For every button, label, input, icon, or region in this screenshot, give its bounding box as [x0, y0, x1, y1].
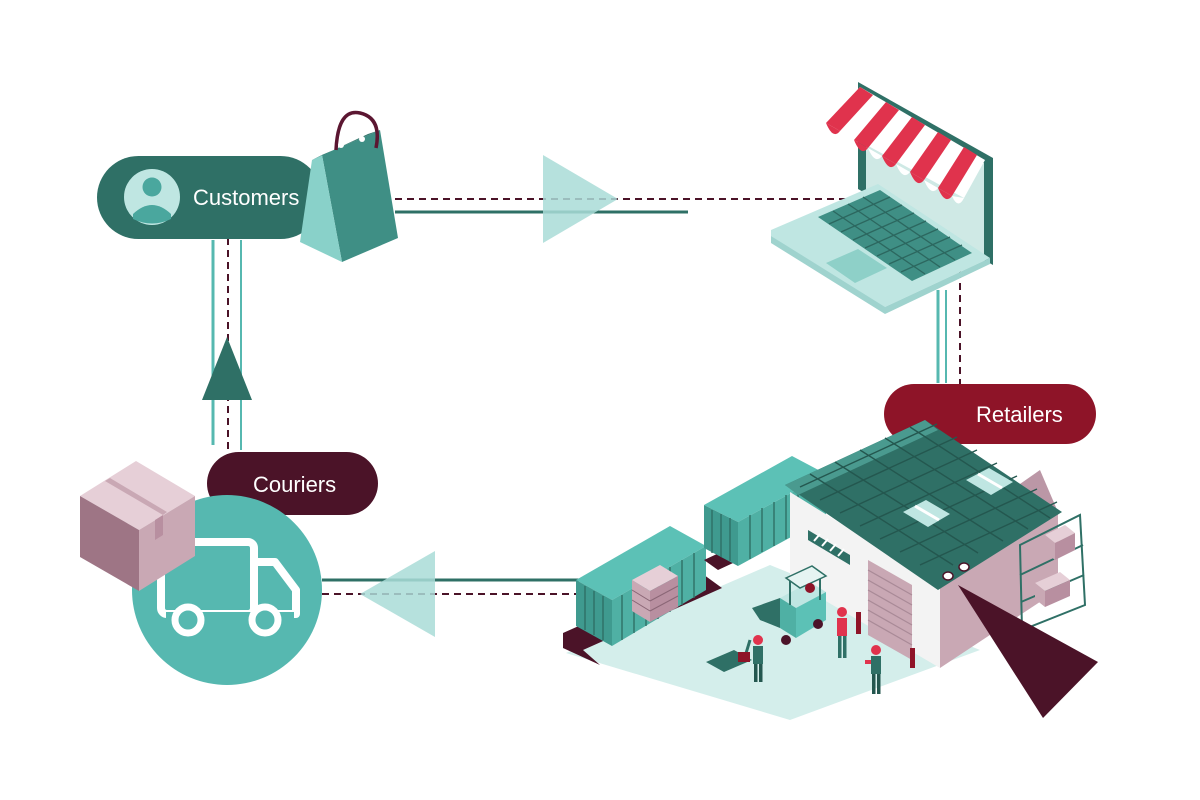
forklift-icon: [752, 565, 828, 645]
skylight-icon: [903, 468, 1013, 527]
arrow-up-icon: [202, 337, 252, 400]
rolling-door: [867, 560, 913, 660]
retailers-label: Retailers: [976, 402, 1063, 427]
wall-lights: [942, 562, 970, 581]
arrow-right-icon: [543, 155, 618, 243]
shelving-rack: [1018, 513, 1087, 632]
shopping-bag-icon: [300, 110, 398, 262]
arrow-left-icon: [360, 551, 435, 637]
pointer-icon: [958, 585, 1098, 718]
pallet-box-icon: [631, 565, 679, 622]
person-icon: [124, 169, 180, 225]
connector-warehouse-to-couriers: [322, 551, 580, 637]
connector-couriers-to-customers: [202, 238, 252, 470]
bollards: [856, 612, 915, 668]
box-icon: [80, 461, 195, 591]
truck-icon: [157, 538, 300, 637]
customers-label: Customers: [193, 185, 299, 210]
awning-icon: [826, 87, 985, 204]
couriers-node: Couriers: [80, 452, 378, 685]
worker-icon: [865, 645, 881, 694]
couriers-label: Couriers: [253, 472, 336, 497]
worker-icon: [753, 635, 763, 682]
worker-icon: [837, 607, 847, 658]
hazard-strip: [808, 530, 850, 565]
customers-node: Customers: [97, 110, 398, 262]
shipping-container-icon: [563, 526, 722, 665]
warehouse-icon: [785, 420, 1087, 668]
laptop-store-icon: [771, 82, 993, 314]
pallet-jack-icon: [706, 639, 752, 672]
warehouse-scene: [563, 420, 1098, 720]
